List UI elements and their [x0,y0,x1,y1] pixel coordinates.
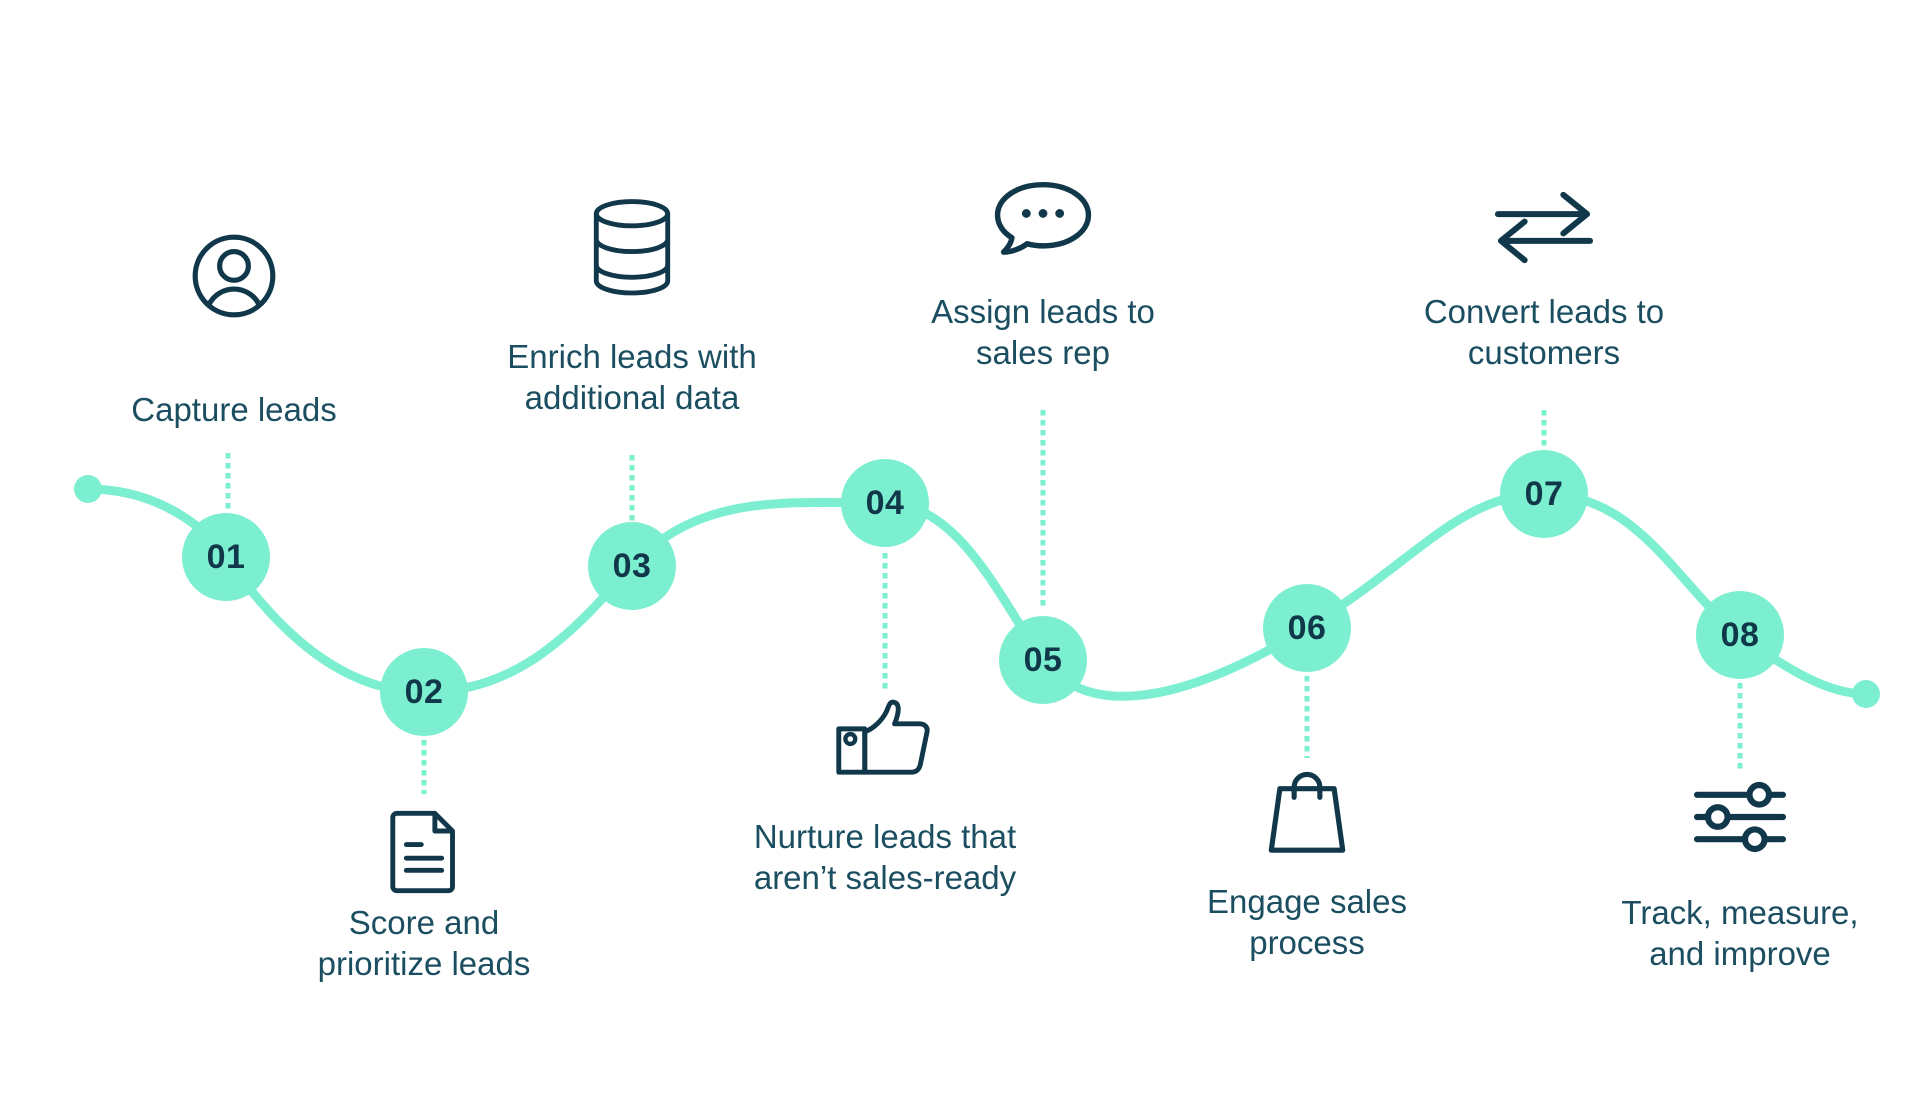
icon-user-circle [188,230,280,322]
icon-exchange-arrows [1492,190,1596,264]
badge-step-04[interactable]: 04 [841,459,929,547]
caption-step-01: Capture leads [131,391,337,428]
connector-step-07 [1541,410,1547,448]
icon-shopping-bag [1263,770,1351,856]
shopping-bag-icon [1268,771,1346,853]
connector-step-03 [629,455,635,523]
document-icon [390,810,455,894]
exchange-arrows-icon [1494,191,1594,264]
caption-step-03: Enrich leads with additional data [507,338,757,416]
icon-document [380,806,468,894]
caption-step-06: Engage sales process [1207,883,1407,961]
connector-step-01 [225,453,231,511]
connector-step-04 [882,553,888,689]
caption-step-04: Nurture leads that aren’t sales-ready [753,818,1017,896]
thumbs-up-icon [836,699,930,775]
database-icon [593,199,671,296]
caption-step-05: Assign leads to sales rep [931,293,1155,371]
connector-step-02 [421,740,427,794]
chat-bubble-icon [994,181,1092,255]
user-circle-icon [192,234,276,318]
caption-step-02: Score and prioritize leads [317,904,531,982]
badge-step-05[interactable]: 05 [999,616,1087,704]
badge-step-03[interactable]: 03 [588,522,676,610]
badge-step-02[interactable]: 02 [380,648,468,736]
connector-step-08 [1737,683,1743,769]
badge-step-07[interactable]: 07 [1500,450,1588,538]
icon-database [586,198,678,298]
icon-chat-bubble [993,180,1093,256]
connector-step-05 [1040,410,1046,610]
icon-thumbs-up [835,699,935,778]
sliders-icon [1693,781,1787,853]
icon-sliders [1690,780,1790,854]
badge-step-01[interactable]: 01 [182,513,270,601]
caption-step-07: Convert leads to customers [1423,293,1665,371]
caption-step-08: Track, measure, and improve [1621,894,1859,972]
badge-step-06[interactable]: 06 [1263,584,1351,672]
connector-step-06 [1304,676,1310,758]
badge-step-08[interactable]: 08 [1696,591,1784,679]
